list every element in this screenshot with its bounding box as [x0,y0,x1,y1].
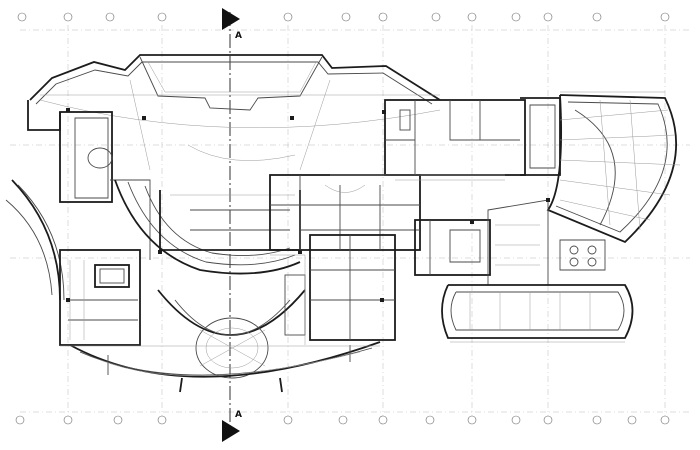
grid-bubble [467,415,477,425]
grid-bubble [511,12,521,22]
grid-bubble [15,415,25,425]
grid-bubble [543,415,553,425]
section-flag-top [222,8,240,30]
grid-bubble [543,12,553,22]
front-terrace [69,341,381,393]
grid-bubble [338,415,348,425]
grid-bubble [341,12,351,22]
grid-bubble [660,415,670,425]
grid-bubble [63,12,73,22]
upper-right-rooms [330,97,561,181]
grid-bubble [283,12,293,22]
grid-bubble [63,415,73,425]
grid-bubble [431,12,441,22]
grid-bubble [660,12,670,22]
grid-bubble [592,12,602,22]
grid-bubble [157,12,167,22]
grid-bubble [17,12,27,22]
columns [66,108,550,302]
grid-lines [10,25,690,420]
grid-bubble [378,12,388,22]
grid-bubble [511,415,521,425]
grid-bubbles-top [17,12,670,22]
grid-bubble [425,415,435,425]
dimension-lines [40,91,665,347]
section-label-top: A [235,31,242,41]
section-label-bottom: A [235,410,242,420]
section-flag-bottom [222,420,240,442]
grid-bubble [157,415,167,425]
grid-bubble [105,12,115,22]
section-cut-line: A A [222,8,242,442]
grid-bubble [592,415,602,425]
grid-bubble [378,415,388,425]
middle-rooms [269,174,491,345]
grid-bubbles-bottom [15,415,670,425]
grid-bubble [113,415,123,425]
right-fan-wing [487,94,681,286]
grid-bubble [467,12,477,22]
lower-right-bay [441,239,634,339]
central-rotunda [114,179,306,379]
grid-bubble [283,415,293,425]
grid-bubble [627,415,637,425]
left-wing [5,100,151,346]
